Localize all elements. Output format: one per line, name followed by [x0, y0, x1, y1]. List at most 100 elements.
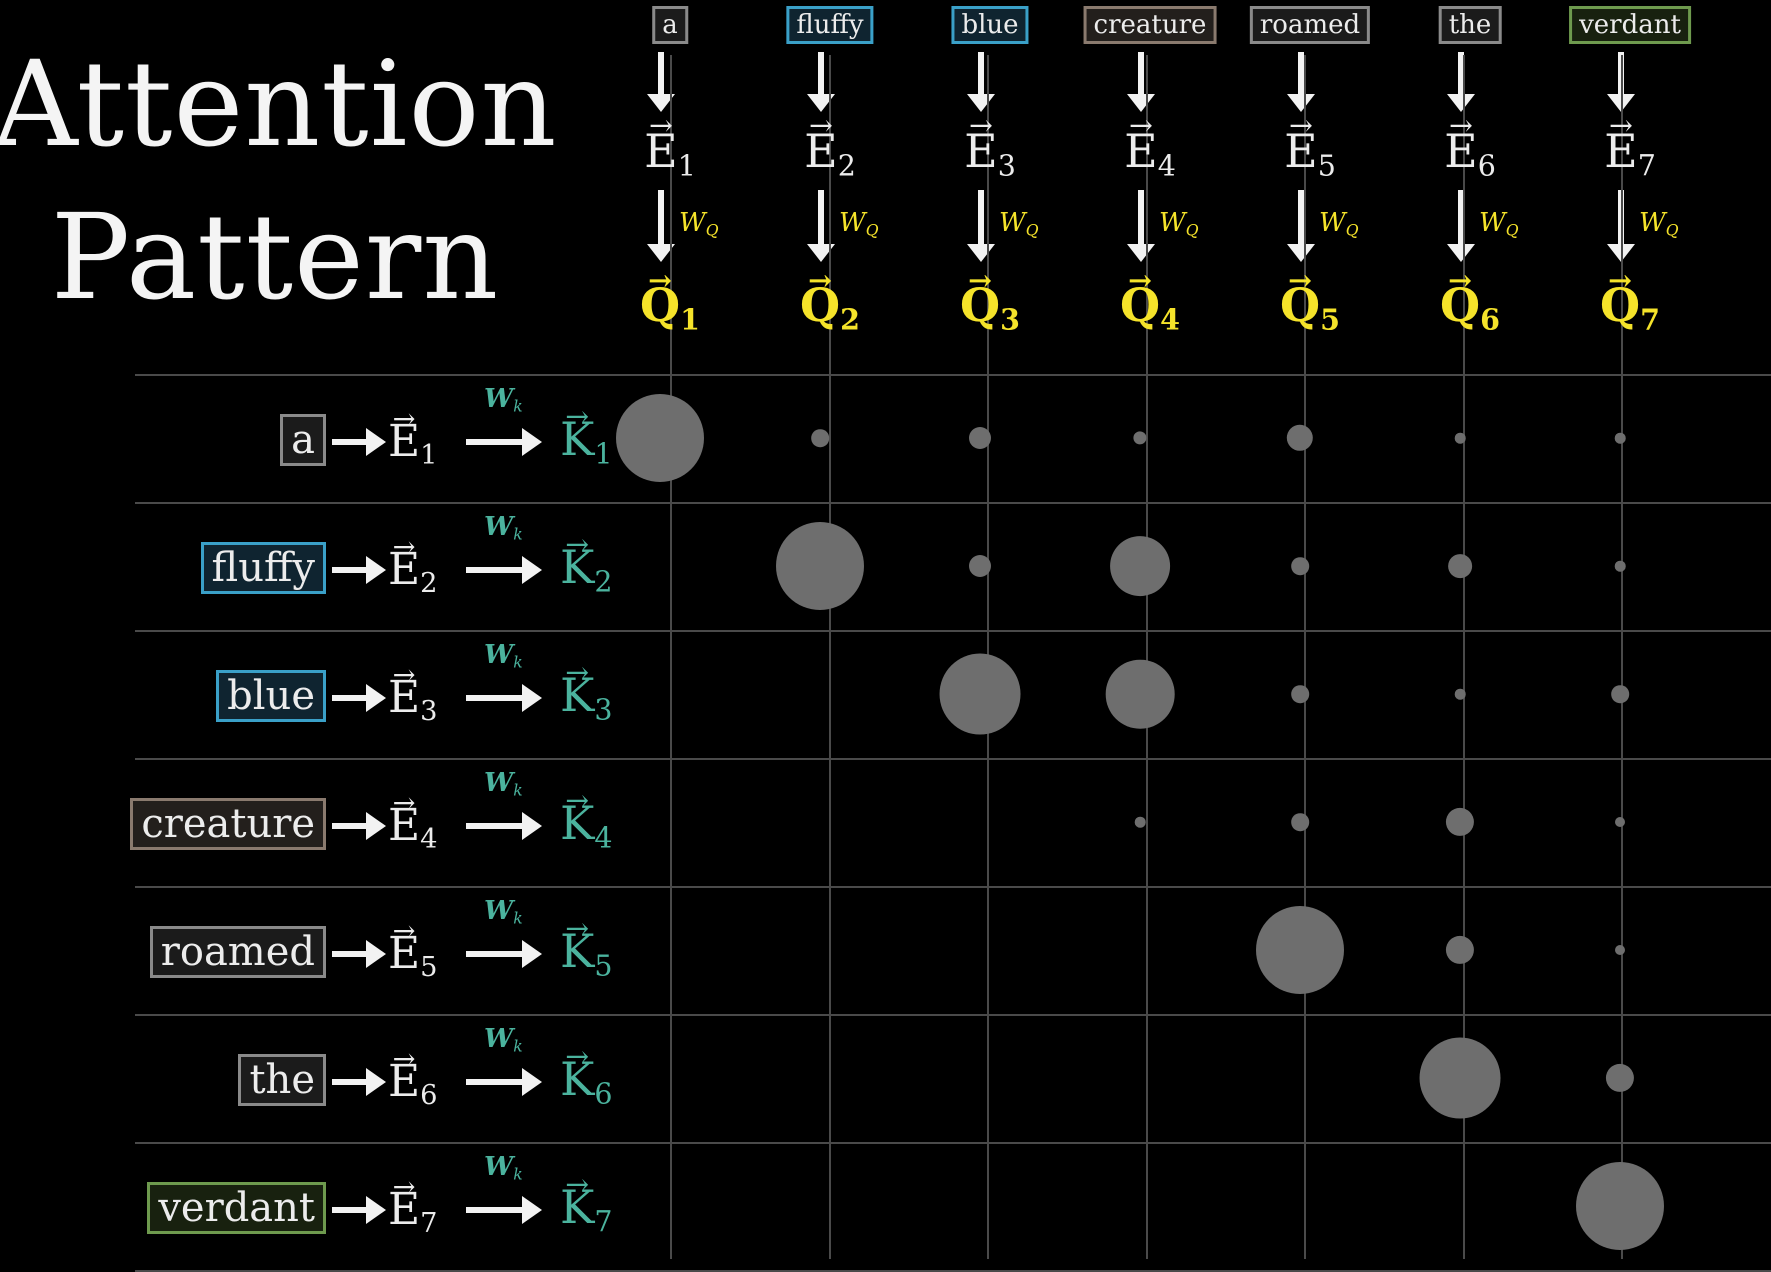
key-index: 3 [594, 693, 613, 727]
embedding-symbol: E [804, 128, 838, 174]
wk-subscript: k [513, 781, 523, 800]
attention-dot [1605, 1063, 1635, 1093]
wq-subscript: Q [1185, 221, 1199, 240]
query-vector: Q3 [911, 282, 1069, 334]
attention-dot [1445, 807, 1475, 837]
key-vector: K7 [560, 1184, 613, 1237]
embedding-symbol: E [1444, 128, 1478, 174]
token-to-embedding-row-arrow-head [366, 940, 386, 968]
row-embedding-symbol: E [388, 1060, 420, 1104]
query-symbol: Q [960, 282, 1000, 328]
query-symbol: Q [800, 282, 840, 328]
key-row: theE6WkK6 [0, 1016, 660, 1144]
wk-letter: W [484, 512, 514, 542]
attention-dot [1614, 560, 1626, 572]
row-token-label: verdant [147, 1182, 326, 1234]
key-symbol: K [560, 672, 594, 718]
embedding-to-query-arrow-head [967, 244, 995, 262]
embedding-symbol: E [644, 128, 678, 174]
row-embedding-index: 4 [420, 824, 438, 856]
wk-subscript: k [513, 397, 523, 416]
embedding-vector: E3 [911, 128, 1069, 181]
row-embedding-vector: E3 [388, 676, 437, 726]
wq-letter: W [839, 208, 866, 238]
wk-label: Wk [484, 512, 523, 544]
key-symbol: K [560, 416, 594, 462]
wq-letter: W [1159, 208, 1186, 238]
query-symbol: Q [1120, 282, 1160, 328]
embedding-symbol: E [1124, 128, 1158, 174]
embedding-index: 3 [997, 149, 1016, 183]
wq-subscript: Q [1345, 221, 1359, 240]
key-row: verdantE7WkK7 [0, 1144, 660, 1272]
query-index: 4 [1160, 302, 1180, 337]
token-to-embedding-arrow-head [1127, 94, 1155, 112]
token-to-embedding-row-arrow-head [366, 812, 386, 840]
embedding-to-key-arrow-head [522, 428, 542, 456]
embedding-to-key-arrow-head [522, 940, 542, 968]
attention-dot [1291, 813, 1309, 831]
embedding-to-key-arrow-head [522, 1068, 542, 1096]
wk-letter: W [484, 1024, 514, 1054]
key-symbol: K [560, 544, 594, 590]
query-symbol: Q [640, 282, 680, 328]
wq-label: WQ [1319, 208, 1359, 240]
token-to-embedding-row-arrow-head [366, 684, 386, 712]
attention-dot [1419, 1037, 1501, 1119]
query-vector: Q5 [1231, 282, 1389, 334]
wk-subscript: k [513, 525, 523, 544]
column-token-label: the [1438, 6, 1502, 44]
token-to-embedding-arrow-head [1447, 94, 1475, 112]
row-embedding-symbol: E [388, 420, 420, 464]
wq-subscript: Q [705, 221, 719, 240]
row-embedding-vector: E1 [388, 420, 437, 470]
attention-dot [1445, 935, 1475, 965]
wq-subscript: Q [1505, 221, 1519, 240]
attention-dot [1454, 688, 1466, 700]
query-vector: Q4 [1071, 282, 1229, 334]
column-token-label: a [652, 6, 688, 44]
key-index: 6 [594, 1077, 613, 1111]
wq-subscript: Q [1025, 221, 1039, 240]
row-embedding-symbol: E [388, 804, 420, 848]
attention-dot [939, 653, 1021, 735]
grid-vline [1304, 55, 1306, 1259]
attention-dot [1576, 1162, 1664, 1250]
embedding-index: 4 [1157, 149, 1176, 183]
row-embedding-symbol: E [388, 548, 420, 592]
grid-vline [1462, 55, 1465, 1259]
key-symbol: K [560, 928, 594, 974]
row-embedding-symbol: E [388, 1188, 420, 1232]
grid-hline [135, 1014, 1771, 1016]
query-vector: Q1 [591, 282, 749, 334]
grid-hline [135, 502, 1771, 504]
query-index: 6 [1480, 302, 1500, 337]
grid-hline [135, 758, 1771, 760]
key-index: 1 [594, 437, 613, 471]
wq-label: WQ [1639, 208, 1679, 240]
attention-dot [811, 429, 829, 447]
token-to-embedding-arrow-head [1287, 94, 1315, 112]
wk-label: Wk [484, 768, 523, 800]
embedding-vector: E4 [1071, 128, 1229, 181]
key-vector: K3 [560, 672, 613, 725]
embedding-symbol: E [964, 128, 998, 174]
query-index: 5 [1320, 302, 1340, 337]
embedding-index: 7 [1637, 149, 1656, 183]
query-symbol: Q [1280, 282, 1320, 328]
grid-vline [1145, 55, 1148, 1259]
embedding-index: 1 [677, 149, 696, 183]
title-line-2: Pattern [50, 188, 500, 326]
key-vector: K4 [560, 800, 613, 853]
attention-dot [616, 394, 704, 482]
wq-subscript: Q [865, 221, 879, 240]
token-to-embedding-arrow-head [647, 94, 675, 112]
wk-subscript: k [513, 1037, 523, 1056]
attention-dot [1256, 906, 1344, 994]
key-symbol: K [560, 800, 594, 846]
row-token-label: the [238, 1054, 326, 1106]
key-row: aE1WkK1 [0, 376, 660, 504]
key-row: creatureE4WkK4 [0, 760, 660, 888]
wq-letter: W [679, 208, 706, 238]
